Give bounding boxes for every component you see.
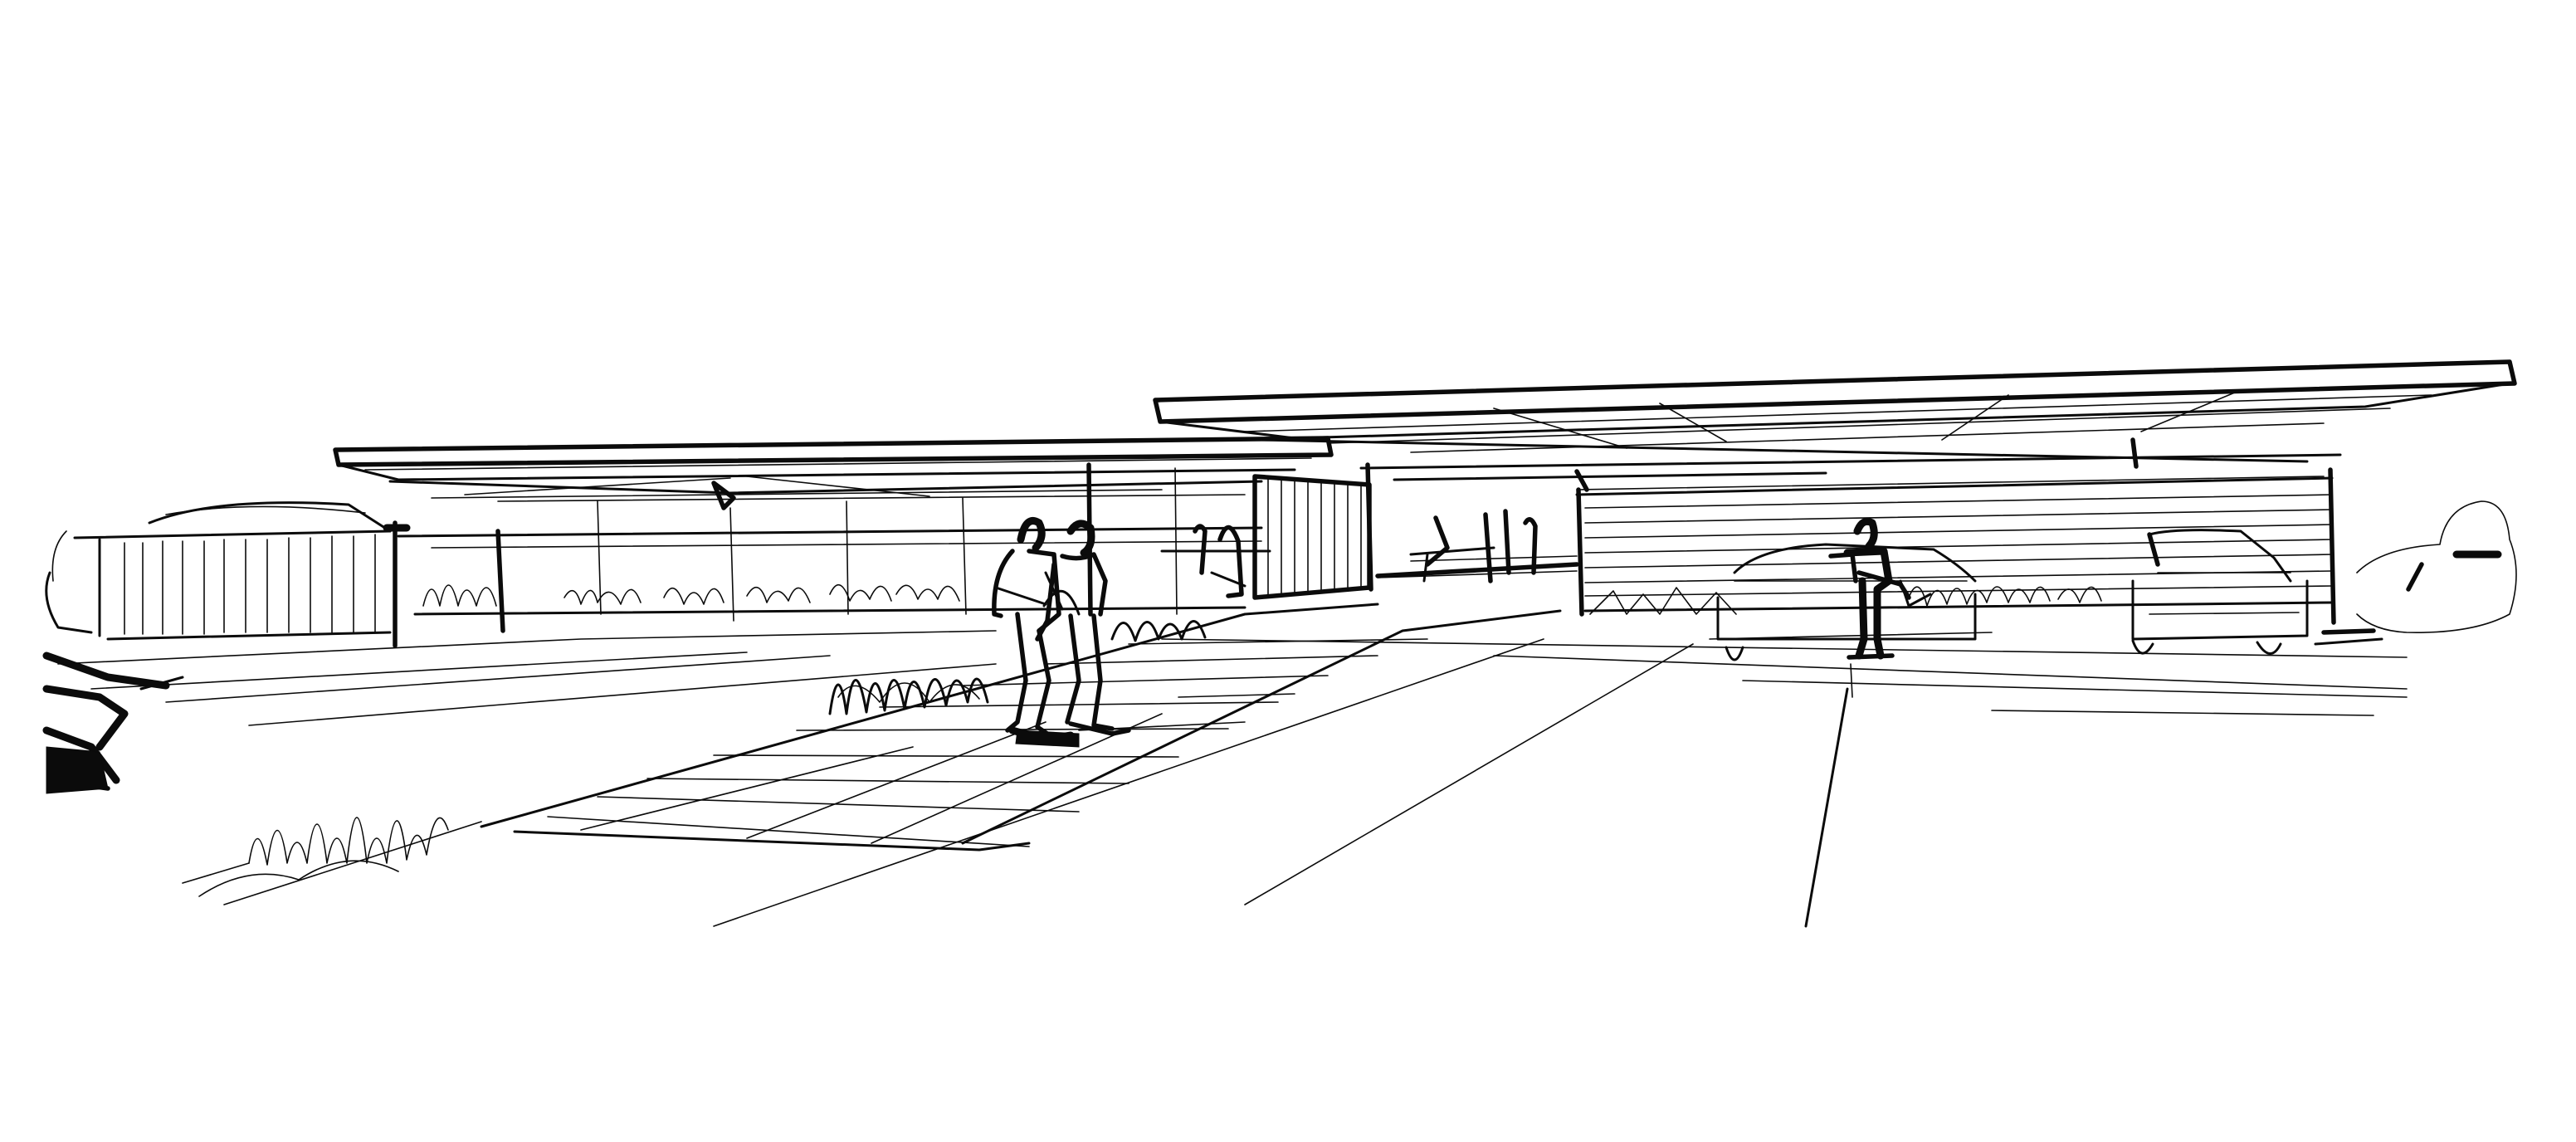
foreground-shrubs (182, 620, 1207, 897)
standing-figure (1828, 517, 1932, 660)
background-figures (1160, 509, 1538, 598)
slat-wall (1252, 462, 1373, 600)
parked-car-center (1709, 543, 1993, 661)
car-outline-edge (2314, 500, 2517, 646)
right-building (1375, 467, 2336, 625)
ground-plane (57, 603, 2408, 928)
parked-car-right (2131, 529, 2309, 655)
left-canopy-roof (333, 436, 1334, 510)
walking-figures (992, 517, 1131, 748)
back-colonnade (397, 462, 1263, 633)
left-pavilion (45, 501, 411, 648)
right-canopy-roof (1153, 359, 2517, 492)
left-car-fragment (42, 652, 184, 794)
